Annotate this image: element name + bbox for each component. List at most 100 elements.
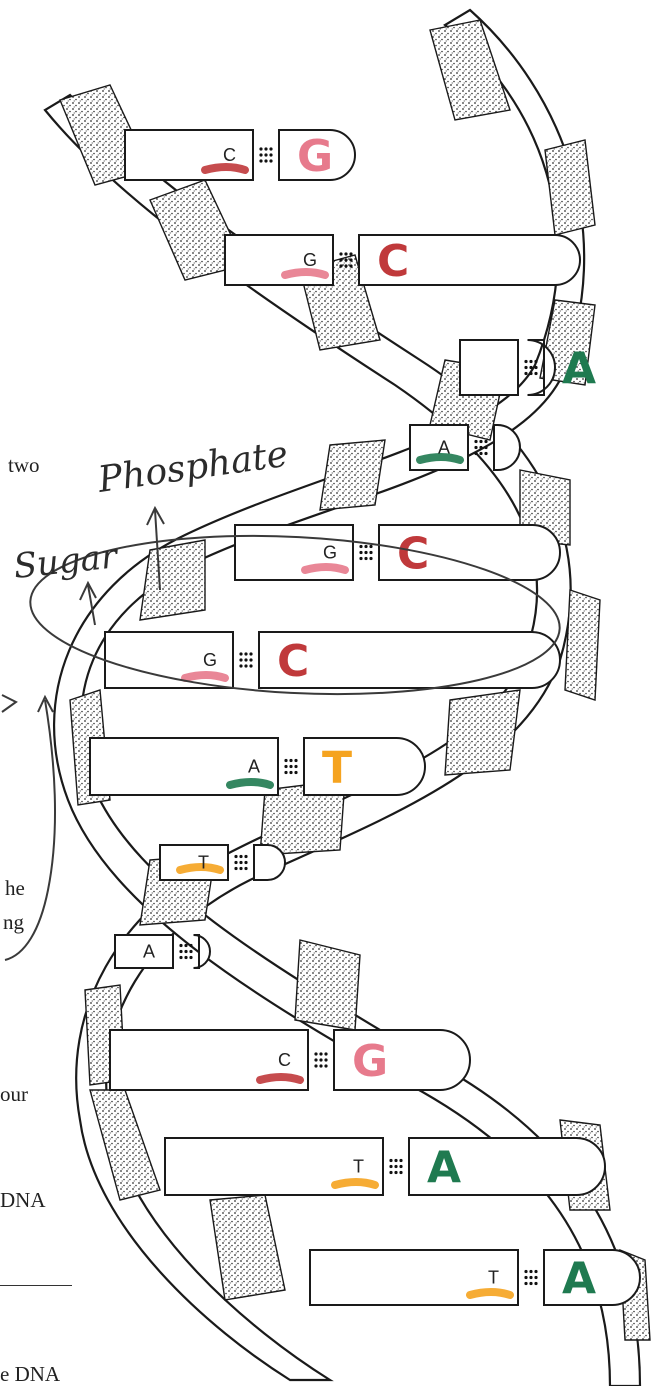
- hydrogen-bond-dot: [349, 258, 352, 261]
- left-base-bar: [460, 340, 518, 395]
- hydrogen-bond-dot: [244, 867, 247, 870]
- left-base-letter: T: [198, 853, 209, 873]
- left-base-letter: A: [248, 757, 260, 777]
- base-pair-rung: AT: [90, 738, 425, 795]
- hydrogen-bond-dot: [364, 545, 367, 548]
- hydrogen-bond-dot: [364, 557, 367, 560]
- hydrogen-bond-dot: [344, 252, 347, 255]
- hydrogen-bond-dot: [319, 1064, 322, 1067]
- hydrogen-bond-dot: [314, 1064, 317, 1067]
- left-base-letter: C: [223, 145, 236, 165]
- margin-text-dna: DNA: [0, 1188, 46, 1213]
- phosphate-segment: [565, 590, 600, 700]
- hydrogen-bond-dot: [479, 446, 482, 449]
- hydrogen-bond-dot: [244, 658, 247, 661]
- margin-text-he: he: [5, 876, 25, 901]
- hydrogen-bond-dot: [349, 252, 352, 255]
- hydrogen-bond-dot: [359, 551, 362, 554]
- hydrogen-bond-dot: [484, 452, 487, 455]
- hydrogen-bond-dot: [339, 264, 342, 267]
- margin-arrowhead: [2, 695, 16, 712]
- hydrogen-bond-dot: [244, 652, 247, 655]
- hydrogen-bond-dot: [524, 1276, 527, 1279]
- hydrogen-bond-dot: [239, 658, 242, 661]
- right-base-letter: T: [322, 743, 352, 794]
- hydrogen-bond-dot: [184, 950, 187, 953]
- hydrogen-bond-dot: [529, 1276, 532, 1279]
- margin-text-our: our: [0, 1082, 28, 1107]
- left-base-bar: [165, 1138, 383, 1195]
- hydrogen-bond-dot: [284, 765, 287, 768]
- left-base-letter: A: [438, 438, 450, 458]
- hydrogen-bond-dot: [399, 1171, 402, 1174]
- right-base-bar: [254, 845, 285, 880]
- hydrogen-bond-dot: [399, 1165, 402, 1168]
- hydrogen-bond-dot: [474, 446, 477, 449]
- hydrogen-bond-dot: [389, 1171, 392, 1174]
- hydrogen-bond-dot: [534, 372, 537, 375]
- hydrogen-bond-dot: [529, 1270, 532, 1273]
- hydrogen-bond-dot: [294, 765, 297, 768]
- hydrogen-bond-dot: [189, 956, 192, 959]
- base-pair-rung: T: [160, 845, 285, 880]
- right-base-letter: G: [352, 1036, 388, 1087]
- hydrogen-bond-dot: [249, 664, 252, 667]
- hydrogen-bond-dot: [269, 153, 272, 156]
- phosphate-label: Phosphate: [95, 434, 291, 501]
- hydrogen-bond-dot: [234, 861, 237, 864]
- left-highlight-mark: [260, 1077, 300, 1080]
- left-highlight-mark: [230, 782, 270, 785]
- hydrogen-bond-dot: [189, 950, 192, 953]
- hydrogen-bond-dot: [394, 1159, 397, 1162]
- hydrogen-bond-dot: [369, 545, 372, 548]
- left-highlight-mark: [285, 272, 325, 275]
- hydrogen-bond-dot: [284, 759, 287, 762]
- hydrogen-bond-dot: [284, 771, 287, 774]
- hydrogen-bond-dot: [534, 360, 537, 363]
- hydrogen-bond-dot: [179, 956, 182, 959]
- left-highlight-mark: [205, 167, 245, 170]
- base-pair-rung: GC: [235, 525, 560, 580]
- hydrogen-bond-dot: [534, 1282, 537, 1285]
- hydrogen-bond-dot: [259, 147, 262, 150]
- hydrogen-bond-dot: [479, 452, 482, 455]
- hydrogen-bond-dot: [534, 1276, 537, 1279]
- left-highlight-mark: [305, 567, 345, 570]
- left-base-letter: T: [488, 1268, 499, 1288]
- hydrogen-bond-dot: [484, 446, 487, 449]
- hydrogen-bond-dot: [289, 759, 292, 762]
- margin-text-two: two: [8, 453, 40, 478]
- hydrogen-bond-dot: [524, 366, 527, 369]
- phosphate-segment: [295, 940, 360, 1030]
- hydrogen-bond-dot: [364, 551, 367, 554]
- hydrogen-bond-dot: [184, 956, 187, 959]
- hydrogen-bond-dot: [319, 1058, 322, 1061]
- margin-text-e-dna: e DNA: [0, 1362, 60, 1387]
- hydrogen-bond-dot: [289, 771, 292, 774]
- margin-text-ng: ng: [3, 910, 24, 935]
- left-base-letter: T: [353, 1157, 364, 1177]
- hydrogen-bond-dot: [244, 855, 247, 858]
- hydrogen-bond-dot: [344, 258, 347, 261]
- hydrogen-bond-dot: [319, 1052, 322, 1055]
- right-base-letter: A: [562, 1254, 596, 1305]
- hydrogen-bond-dot: [289, 765, 292, 768]
- hydrogen-bond-dot: [529, 372, 532, 375]
- hydrogen-bond-dot: [249, 652, 252, 655]
- phosphate-segment: [445, 690, 520, 775]
- left-base-letter: G: [323, 543, 337, 563]
- hydrogen-bond-dot: [264, 147, 267, 150]
- hydrogen-bond-dot: [359, 557, 362, 560]
- hydrogen-bond-dot: [314, 1058, 317, 1061]
- hydrogen-bond-dot: [359, 545, 362, 548]
- hydrogen-bond-dot: [534, 366, 537, 369]
- hydrogen-bond-dot: [244, 664, 247, 667]
- phosphate-segment: [210, 1195, 285, 1300]
- hydrogen-bond-dot: [239, 861, 242, 864]
- hydrogen-bond-dot: [259, 159, 262, 162]
- hydrogen-bond-dot: [349, 264, 352, 267]
- hydrogen-bond-dot: [534, 1270, 537, 1273]
